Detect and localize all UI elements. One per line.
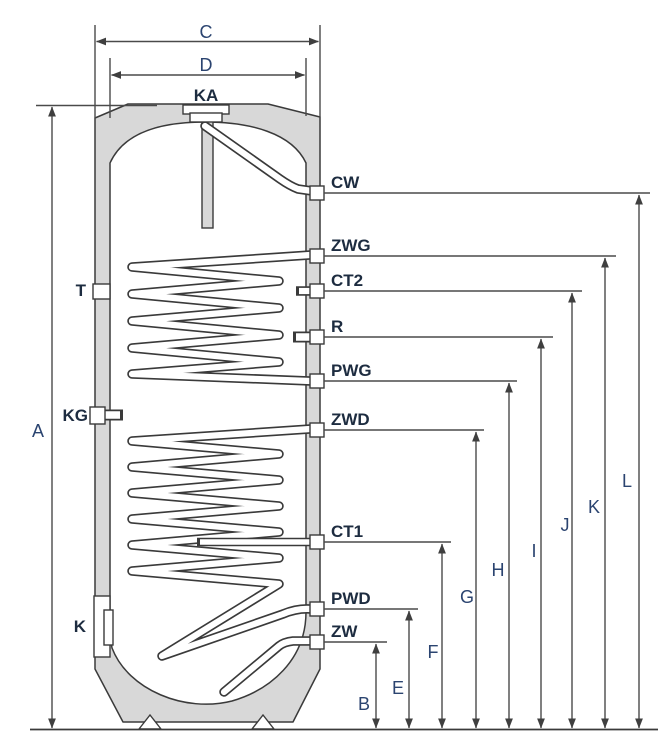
- fitting-zwg: [309, 248, 325, 264]
- dim-label-j: J: [561, 515, 570, 535]
- label-zwd: ZWD: [331, 410, 370, 429]
- label-kg: KG: [63, 406, 89, 425]
- leader-lines: [324, 192, 650, 643]
- dim-label-b: B: [358, 694, 370, 714]
- dim-label-e: E: [392, 678, 404, 698]
- dim-label-c: C: [200, 22, 213, 42]
- label-ct2: CT2: [331, 271, 363, 290]
- label-r: R: [331, 317, 343, 336]
- fitting-t: [92, 283, 111, 300]
- label-pwd: PWD: [331, 589, 371, 608]
- label-zw: ZW: [331, 622, 358, 641]
- fitting-zw: [309, 634, 325, 650]
- tank-foot-left: [137, 713, 163, 730]
- fitting-zwd: [309, 422, 325, 438]
- right-fittings: [309, 185, 325, 650]
- label-ka: KA: [194, 86, 219, 105]
- zw-inlet-pipe: [219, 636, 316, 697]
- dim-label-g: G: [460, 587, 474, 607]
- dimension-a: [36, 104, 157, 729]
- k-flange-insert: [103, 609, 114, 646]
- lower-coil: [127, 424, 316, 661]
- dim-label-h: H: [492, 560, 505, 580]
- label-k: K: [74, 617, 87, 636]
- fitting-pwd: [309, 601, 325, 617]
- tank-foot-right: [250, 713, 276, 730]
- fitting-kg: [89, 406, 106, 425]
- label-pwg: PWG: [331, 361, 372, 380]
- dim-label-i: I: [531, 541, 536, 561]
- fitting-cw: [309, 185, 325, 201]
- label-cw: CW: [331, 173, 360, 192]
- connection-labels: KA CW ZWG CT2 R PWG ZWD CT1 PWD ZW T KG …: [63, 86, 372, 641]
- dimension-d: [109, 58, 307, 118]
- ka-fitting: [182, 104, 230, 123]
- label-t: T: [76, 281, 87, 300]
- label-ct1: CT1: [331, 522, 363, 541]
- height-dimension-lines: [372, 194, 643, 729]
- fitting-r: [309, 329, 325, 345]
- dim-label-a: A: [32, 421, 44, 441]
- dim-label-f: F: [428, 642, 439, 662]
- label-zwg: ZWG: [331, 236, 371, 255]
- dim-label-d: D: [200, 55, 213, 75]
- fitting-ct1: [309, 534, 325, 550]
- cw-dip-pipe: [200, 121, 317, 196]
- dimension-labels: C D A B E F G H I J K L: [32, 22, 632, 714]
- dimension-c: [94, 25, 321, 118]
- left-fittings: [89, 283, 114, 658]
- fitting-pwg: [309, 373, 325, 389]
- fitting-ct2: [309, 283, 325, 299]
- upper-coil: [127, 250, 315, 386]
- dim-label-k: K: [588, 497, 600, 517]
- dim-label-l: L: [622, 471, 632, 491]
